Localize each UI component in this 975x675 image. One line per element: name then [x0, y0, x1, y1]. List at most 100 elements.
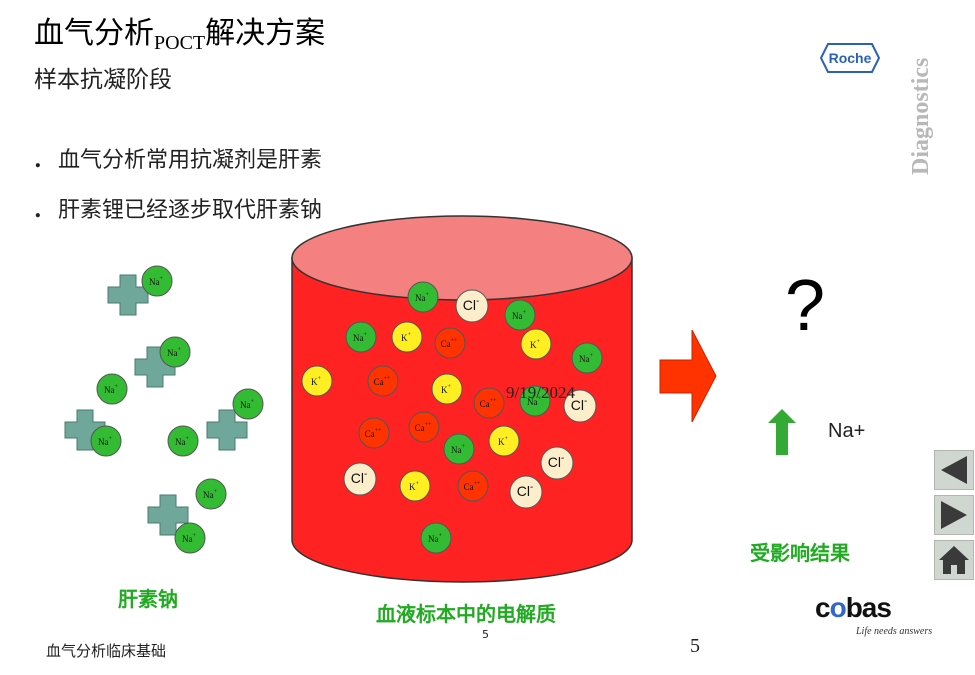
ion-symbol: Na: [167, 348, 178, 358]
ion-charge: +: [426, 292, 430, 298]
svg-text:Ca++: Ca++: [365, 428, 382, 439]
ion-charge: +: [186, 436, 190, 442]
ion-na: Na+: [571, 342, 603, 374]
date-stamp: 9/19/2024: [506, 383, 575, 402]
triangle-right-icon: [941, 501, 967, 529]
ion-ca: Ca++: [473, 387, 505, 419]
footer-text: 血气分析临床基础: [46, 642, 167, 660]
page-subtitle: 样本抗凝阶段: [34, 67, 172, 93]
bullet-item: .血气分析常用抗凝剂是肝素: [34, 142, 322, 174]
ion-charge: +: [178, 347, 182, 353]
ion-na: Na+: [232, 388, 264, 420]
blood-electrolytes-label: 血液标本中的电解质: [376, 602, 556, 626]
ion-charge: +: [193, 533, 197, 539]
svg-text:Na+: Na+: [182, 533, 197, 544]
right-arrow-icon: [659, 329, 717, 423]
ion-symbol: Ca: [480, 399, 490, 409]
bullet-text: 血气分析常用抗凝剂是肝素: [58, 148, 323, 173]
home-slide-button[interactable]: [934, 540, 974, 580]
ion-layer: Na+Na+Na+Na+Na+Na+Na+Na+Na+Cl-Na+Na+K+Ca…: [90, 265, 603, 554]
ion-charge: +: [408, 332, 412, 338]
ion-charge: +: [505, 436, 509, 442]
next-slide-button[interactable]: [934, 495, 974, 535]
page-title: 血气分析POCT解决方案: [34, 8, 325, 55]
svg-text:Cl-: Cl-: [548, 453, 565, 470]
heparin-molecule: [206, 409, 248, 451]
title-sub: POCT: [154, 32, 206, 54]
ion-na: Na+: [167, 425, 199, 457]
ion-na: Na+: [443, 433, 475, 465]
ion-charge: -: [364, 469, 367, 480]
ion-na: Na+: [345, 321, 377, 353]
svg-text:Na+: Na+: [203, 489, 218, 500]
ion-charge: ++: [474, 481, 481, 487]
ion-symbol: K: [498, 437, 505, 447]
question-mark: ?: [785, 266, 826, 346]
ion-symbol: Na: [527, 397, 538, 407]
ion-symbol: Na: [428, 534, 439, 544]
ion-charge: +: [523, 310, 527, 316]
ion-charge: -: [584, 396, 587, 407]
ion-symbol: Na: [415, 293, 426, 303]
ion-symbol: Na: [149, 277, 160, 287]
ion-charge: +: [416, 481, 420, 487]
ion-charge: +: [115, 384, 119, 390]
svg-text:Na+: Na+: [415, 292, 430, 303]
ion-symbol: K: [441, 385, 448, 395]
ion-k: K+: [520, 328, 552, 360]
ion-na: Na+: [195, 478, 227, 510]
ion-charge: ++: [425, 422, 432, 428]
ion-charge: -: [476, 296, 479, 307]
triangle-left-icon: [941, 456, 967, 484]
svg-text:Na+: Na+: [98, 436, 113, 447]
previous-slide-button[interactable]: [934, 450, 974, 490]
ion-symbol: Na: [240, 400, 251, 410]
ion-charge: +: [448, 384, 452, 390]
heparin-sodium-label: 肝素钠: [118, 587, 178, 611]
cylinder-top: [291, 215, 633, 301]
ion-charge: +: [251, 399, 255, 405]
up-arrow-icon: [768, 409, 796, 455]
svg-text:Na+: Na+: [167, 347, 182, 358]
ion-ca: Ca++: [408, 411, 440, 443]
ion-symbol: Cl: [463, 297, 476, 313]
svg-text:Na+: Na+: [512, 310, 527, 321]
ion-na: Na+: [141, 265, 173, 297]
ion-symbol: K: [530, 340, 537, 350]
ion-symbol: Cl: [548, 454, 561, 470]
bullet-item: .肝素锂已经逐步取代肝素钠: [34, 192, 322, 224]
ion-symbol: Cl: [517, 483, 530, 499]
ion-charge: ++: [451, 338, 458, 344]
ion-symbol: Ca: [415, 423, 425, 433]
ion-na: Na+: [96, 373, 128, 405]
ion-na: Na+: [420, 522, 452, 554]
ion-charge: +: [538, 396, 542, 402]
ion-ca: Ca++: [457, 470, 489, 502]
ion-symbol: Na: [579, 354, 590, 364]
svg-text:Na+: Na+: [527, 396, 542, 407]
ion-symbol: K: [401, 333, 408, 343]
svg-text:Na+: Na+: [428, 533, 443, 544]
svg-text:Na+: Na+: [451, 444, 466, 455]
ion-symbol: Ca: [365, 429, 375, 439]
ion-symbol: Na: [98, 437, 109, 447]
ion-symbol: Na: [353, 333, 364, 343]
ion-symbol: Na: [104, 385, 115, 395]
bullet-dot: .: [34, 197, 42, 223]
svg-text:Na+: Na+: [104, 384, 119, 395]
ion-symbol: Ca: [441, 339, 451, 349]
title-main: 血气分析: [34, 16, 154, 51]
ion-cl: Cl-: [343, 462, 377, 496]
ion-cl: Cl-: [509, 475, 543, 509]
roche-logo: Roche: [820, 43, 880, 73]
ion-k: K+: [391, 321, 423, 353]
svg-text:Na+: Na+: [149, 276, 164, 287]
diagnostics-side-label: Diagnostics: [908, 58, 934, 175]
svg-text:Ca++: Ca++: [415, 422, 432, 433]
ion-symbol: K: [409, 482, 416, 492]
ion-charge: ++: [384, 376, 391, 382]
ion-ca: Ca++: [434, 327, 466, 359]
svg-text:K+: K+: [311, 376, 322, 387]
svg-text:Cl-: Cl-: [571, 396, 588, 413]
